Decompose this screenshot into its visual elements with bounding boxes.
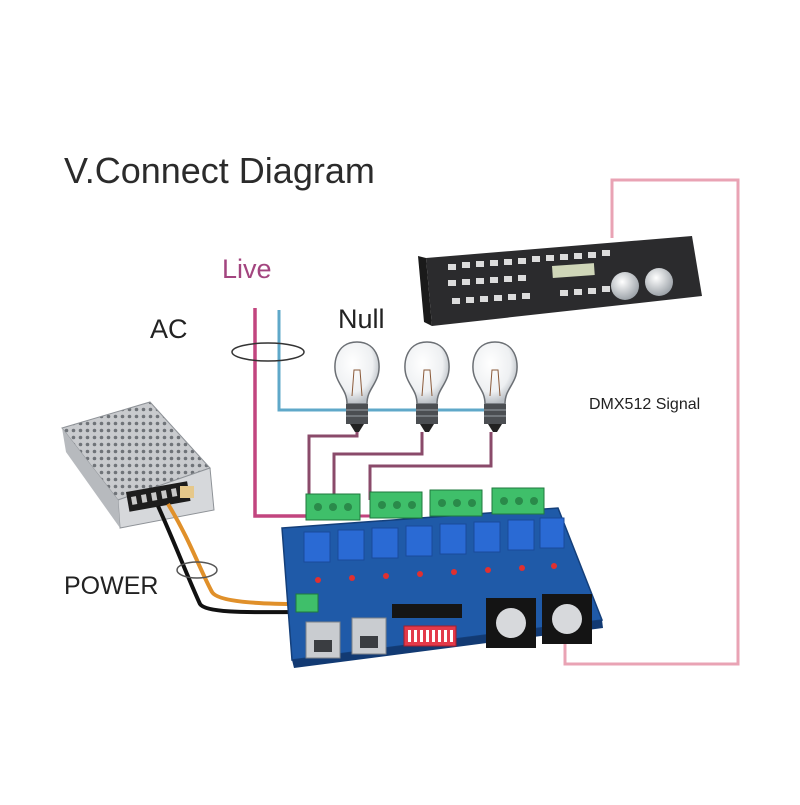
null-wire: [277, 310, 495, 412]
relay-board-icon: [281, 487, 604, 668]
live-wire: [253, 308, 318, 518]
power-ferrite-ring-icon: [176, 561, 218, 579]
dmx-signal-label: DMX512 Signal: [589, 396, 701, 413]
ac-ferrite-ring-icon: [231, 342, 305, 362]
diagram-title: V.Connect Diagram: [64, 150, 375, 191]
light-bulb-icon: [334, 341, 380, 432]
light-bulb-icon: [472, 341, 518, 432]
light-bulb-icon: [404, 341, 450, 432]
live-label: Live: [222, 254, 272, 284]
dmx-signal-wire: [563, 178, 740, 666]
lamp-wire-3: [368, 432, 493, 500]
dmx-console-icon: [418, 236, 702, 326]
null-label: Null: [338, 304, 385, 334]
power-supply-icon: [61, 401, 215, 529]
lamp-wire-2: [332, 432, 424, 500]
lamp-wire-1: [307, 432, 359, 500]
power-wire-black: [156, 505, 301, 615]
power-wire-orange: [166, 502, 301, 606]
power-label: POWER: [64, 572, 159, 600]
ac-label: AC: [150, 314, 188, 344]
